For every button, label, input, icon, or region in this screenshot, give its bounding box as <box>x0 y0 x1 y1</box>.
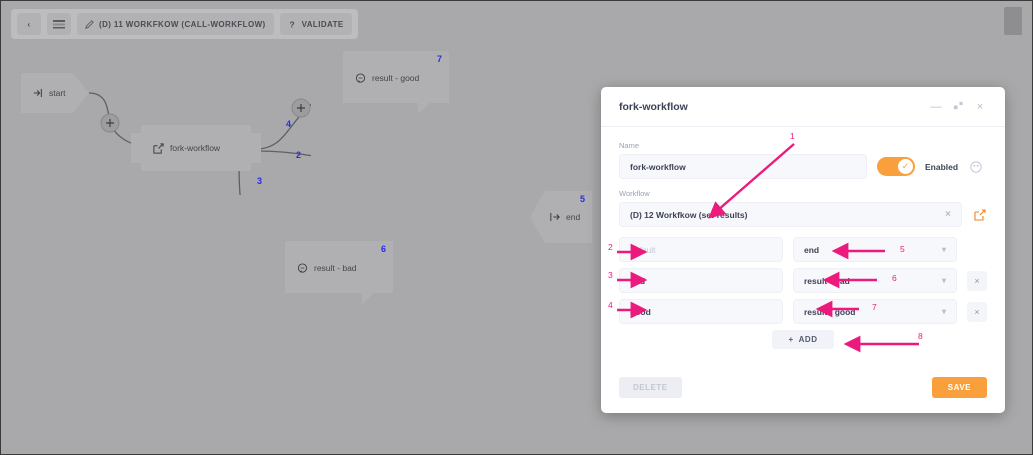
workflow-chip-label: (D) 11 WORKFKOW (CALL-WORKFLOW) <box>99 19 266 29</box>
mapping-delete-placeholder <box>967 240 987 260</box>
chevron-left-icon: ‹ <box>27 19 31 29</box>
edge-add-button <box>100 113 120 133</box>
toggle-knob-check-icon: ✓ <box>898 159 913 174</box>
scrollbar-track[interactable] <box>1022 1 1030 454</box>
workflow-name-chip[interactable]: (D) 11 WORKFKOW (CALL-WORKFLOW) <box>77 13 274 35</box>
scrollbar-thumb[interactable] <box>1004 7 1026 35</box>
mapping-delete-button[interactable]: × <box>967 301 987 322</box>
mapping-value-select[interactable]: result - good ▾ <box>793 299 957 324</box>
workflow-field-label: Workflow <box>619 189 650 198</box>
chevron-down-icon: ▾ <box>941 307 946 316</box>
open-workflow-external-link-icon[interactable] <box>972 208 987 221</box>
dialog-body: Name fork-workflow ✓ Enabled Workflow (D… <box>601 127 1005 361</box>
name-field-label: Name <box>619 141 640 150</box>
maximize-icon <box>953 100 964 114</box>
edge-label-2: 2 <box>296 150 302 160</box>
workflow-row: (D) 12 Workfkow (set-results) × <box>619 202 987 227</box>
pencil-icon <box>85 19 94 29</box>
mapping-key-value: good <box>630 306 651 317</box>
mapping-value-text: result - good <box>804 306 856 317</box>
node-properties-dialog[interactable]: fork-workflow — × Name fork-workflow <box>601 87 1005 413</box>
dialog-header: fork-workflow — × <box>601 87 1005 127</box>
workflow-select[interactable]: (D) 12 Workfkow (set-results) × <box>619 202 962 227</box>
edge-layer <box>88 92 311 195</box>
mapping-value-select[interactable]: end ▾ <box>793 237 957 262</box>
mapping-key-input[interactable]: bad <box>619 268 783 293</box>
close-icon: × <box>974 275 980 286</box>
save-button-label: SAVE <box>947 382 971 392</box>
node-badge: 7 <box>436 54 442 64</box>
message-icon <box>297 263 308 274</box>
menu-button[interactable] <box>47 13 71 35</box>
dialog-footer: DELETE SAVE <box>601 361 1005 413</box>
palette-icon[interactable] <box>968 160 983 173</box>
node-badge: 5 <box>579 194 585 204</box>
node-fork-workflow[interactable]: fork-workflow <box>131 125 261 171</box>
chevron-down-icon: ▾ <box>941 245 946 254</box>
validate-button[interactable]: ? VALIDATE <box>279 13 352 35</box>
back-button[interactable]: ‹ <box>17 13 41 35</box>
add-row-wrap: + ADD <box>619 330 987 349</box>
svg-text:?: ? <box>289 20 294 29</box>
node-result-bad[interactable]: result - bad 6 <box>285 241 393 304</box>
name-row: fork-workflow ✓ Enabled <box>619 154 987 179</box>
minimize-button[interactable]: — <box>925 96 947 118</box>
edge-add-button <box>291 98 311 118</box>
edge-label-3: 3 <box>257 176 263 186</box>
mapping-row: bad result - bad ▾ × <box>619 268 987 293</box>
clear-icon[interactable]: × <box>945 209 951 220</box>
delete-button[interactable]: DELETE <box>619 376 682 398</box>
question-icon: ? <box>288 20 297 29</box>
minimize-icon: — <box>930 100 942 113</box>
plus-icon: + <box>788 335 794 344</box>
node-result-good-label: result - good <box>372 73 420 83</box>
mapping-key-value: bad <box>630 275 646 286</box>
mapping-key-input[interactable]: good <box>619 299 783 324</box>
close-icon: × <box>974 306 980 317</box>
add-button-label: ADD <box>798 335 818 344</box>
node-result-bad-label: result - bad <box>314 263 357 273</box>
mapping-key-value: default <box>630 244 656 255</box>
mapping-row: default end ▾ <box>619 237 987 262</box>
delete-button-label: DELETE <box>633 382 668 392</box>
mapping-value-text: end <box>804 244 820 255</box>
close-button[interactable]: × <box>969 96 991 118</box>
save-button[interactable]: SAVE <box>931 376 987 398</box>
close-icon: × <box>976 100 984 113</box>
enabled-toggle[interactable]: ✓ <box>877 157 915 176</box>
dialog-title: fork-workflow <box>619 100 688 113</box>
validate-label: VALIDATE <box>301 19 344 29</box>
message-icon <box>355 73 366 84</box>
node-badge: 6 <box>380 244 386 254</box>
exit-arrow-icon <box>550 212 560 222</box>
mapping-value-select[interactable]: result - bad ▾ <box>793 268 957 293</box>
maximize-button[interactable] <box>947 96 969 118</box>
mapping-key-input[interactable]: default <box>619 237 783 262</box>
enter-arrow-icon <box>33 88 43 98</box>
mapping-row: good result - good ▾ × <box>619 299 987 324</box>
name-input[interactable]: fork-workflow <box>619 154 867 179</box>
edge-label-4: 4 <box>286 119 292 129</box>
bubble-tail <box>418 102 431 114</box>
node-fork-label: fork-workflow <box>170 143 221 153</box>
enabled-label: Enabled <box>925 161 959 172</box>
node-start-label: start <box>49 88 66 98</box>
workflow-select-value: (D) 12 Workfkow (set-results) <box>630 209 748 220</box>
chevron-down-icon: ▾ <box>941 276 946 285</box>
bubble-tail <box>362 292 375 304</box>
node-end[interactable]: end 5 <box>530 191 592 243</box>
external-link-icon <box>153 142 164 154</box>
add-mapping-button[interactable]: + ADD <box>772 330 834 349</box>
menu-icon <box>53 19 65 29</box>
node-result-good[interactable]: result - good 7 <box>343 51 449 114</box>
top-toolbar: ‹ (D) 11 WORKFKOW (CALL-WORKFLOW) ? VALI… <box>11 9 358 39</box>
mapping-delete-button[interactable]: × <box>967 270 987 291</box>
mapping-list: default end ▾ bad result - bad ▾ <box>619 237 987 324</box>
mapping-value-text: result - bad <box>804 275 850 286</box>
name-input-value: fork-workflow <box>630 161 686 172</box>
node-end-label: end <box>566 212 581 222</box>
node-start[interactable]: start <box>21 73 89 113</box>
